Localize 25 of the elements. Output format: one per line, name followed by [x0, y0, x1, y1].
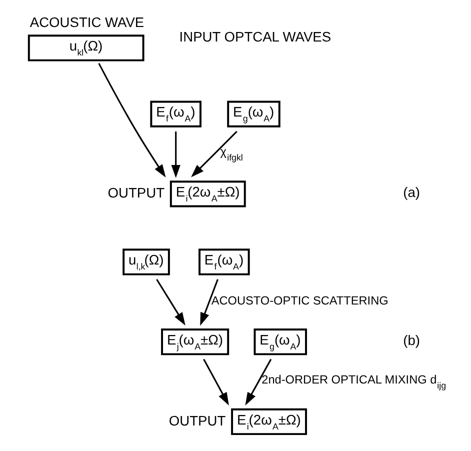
label: (b) — [403, 333, 420, 348]
node-box: E$_{g}$(ω$_{A}$) — [227, 100, 280, 128]
node-box: E$_{i}$(2ω$_{A}$±Ω) — [170, 180, 246, 208]
edge-label: 2nd-ORDER OPTICAL MIXING d$_{ijg}$ — [262, 372, 446, 390]
arrow — [203, 358, 229, 406]
edge-label: χ$_{ifgkl}$ — [220, 144, 243, 163]
node-label: OUTPUT — [168, 413, 226, 428]
node-box: E$_{f}$(ω$_{A}$) — [150, 100, 202, 128]
node-box: E$_{f}$(ω$_{A}$) — [198, 248, 250, 276]
arrow — [191, 130, 238, 178]
node-label: OUTPUT — [108, 186, 165, 201]
node-box: E$_{i}$(2ω$_{A}$±Ω) — [231, 408, 307, 436]
label: (a) — [403, 185, 420, 200]
node-box: E$_{g}$(ω$_{A}$) — [254, 328, 307, 356]
node-label: ACOUSTIC WAVE — [30, 14, 144, 30]
arrow — [200, 279, 218, 326]
node-box: E$_{j}$(ω$_{A}$±Ω) — [161, 328, 230, 356]
label: INPUT OPTCAL WAVES — [179, 29, 332, 44]
edge-label: ACOUSTO-OPTIC SCATTERING — [211, 293, 388, 308]
arrow — [171, 131, 180, 178]
node-box: u$_{l,k}$(Ω) — [122, 248, 170, 276]
arrow — [156, 278, 186, 326]
arrow — [245, 358, 272, 406]
arrow — [98, 62, 166, 178]
node-box: u$_{kl}$(Ω) — [28, 34, 144, 62]
